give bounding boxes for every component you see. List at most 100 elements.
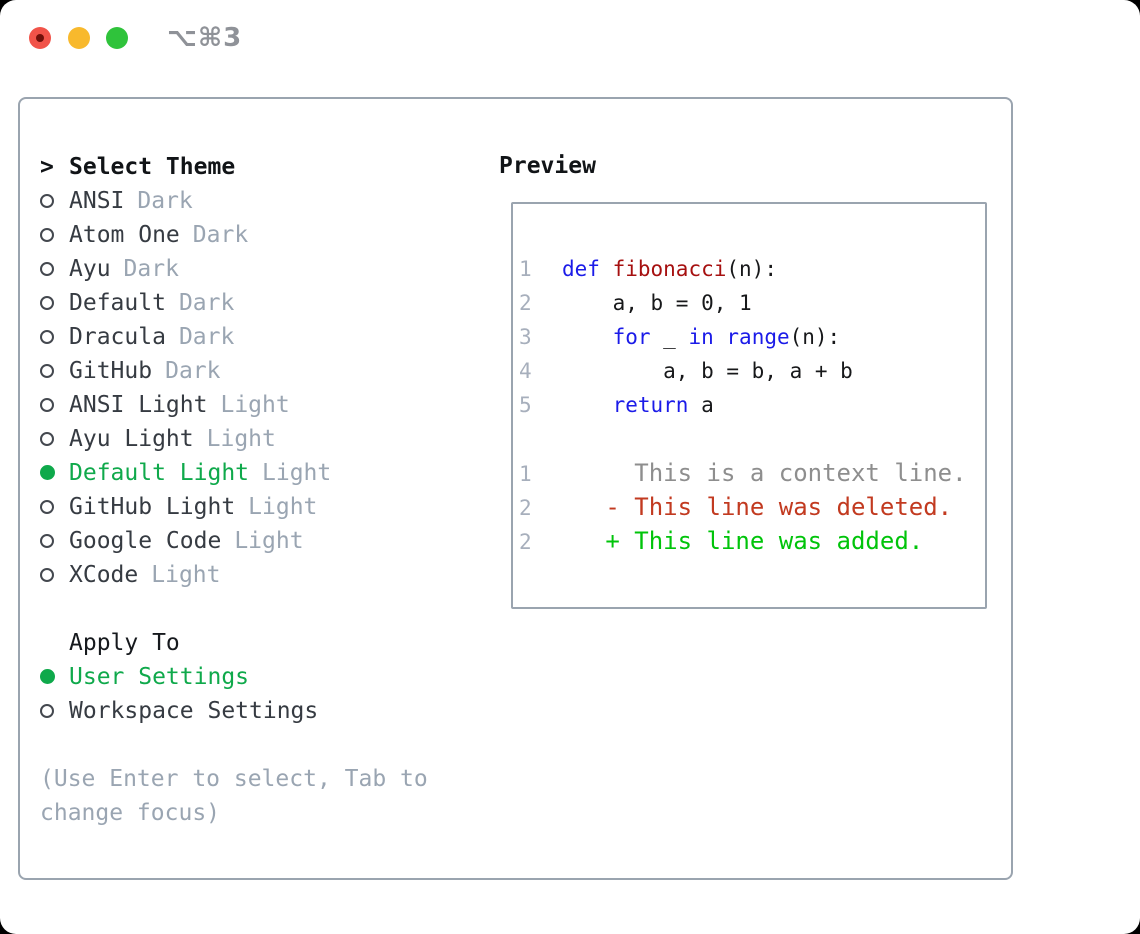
maximize-button[interactable] [106, 27, 128, 49]
option-label: Atom One [69, 222, 180, 248]
radio-cell [40, 252, 69, 286]
select-theme-header: >Select Theme [40, 150, 428, 184]
code-token: (n): [789, 325, 841, 349]
line-number: 3 [519, 325, 532, 349]
hint-text: (Use Enter to select, Tab to change focu… [40, 762, 428, 830]
radio-icon [40, 568, 54, 582]
radio-cell [40, 490, 69, 524]
select-theme-title: Select Theme [69, 154, 236, 180]
preview-line: 2 + This line was added. [519, 524, 979, 558]
theme-option[interactable]: Default Dark [40, 286, 428, 320]
theme-variant-label: Light [234, 528, 304, 554]
code-token [562, 393, 613, 417]
radio-cell [40, 286, 69, 320]
hint-line-2: change focus) [40, 800, 221, 826]
preview-line: 4 a, b = b, a + b [519, 354, 979, 388]
theme-variant-label: Dark [165, 358, 221, 384]
option-label: ANSI [69, 188, 125, 214]
theme-variant-label: Light [262, 460, 332, 486]
radio-icon [40, 398, 54, 412]
apply-to-option[interactable]: User Settings [40, 660, 428, 694]
line-number: 2 [519, 496, 532, 520]
preview-line: 2 - This line was deleted. [519, 490, 979, 524]
radio-selected-icon [40, 465, 55, 480]
window-shortcut-label: ⌥⌘3 [167, 23, 243, 53]
theme-variant-label: Dark [137, 188, 193, 214]
radio-cell [40, 558, 69, 592]
hint-line-1: (Use Enter to select, Tab to [40, 766, 428, 792]
code-token: in [688, 325, 714, 349]
code-token: a, b = 0, 1 [562, 291, 752, 315]
code-token: + This line was added. [562, 527, 924, 555]
option-label: User Settings [69, 664, 250, 690]
preview-line: 2 a, b = 0, 1 [519, 286, 979, 320]
radio-selected-icon [40, 669, 55, 684]
close-button[interactable] [29, 27, 51, 49]
radio-cell [40, 524, 69, 558]
option-label: Ayu Light [69, 426, 194, 452]
radio-cell [40, 218, 69, 252]
radio-cell [40, 694, 69, 728]
radio-cell [40, 354, 69, 388]
code-token: def [562, 257, 600, 281]
theme-variant-label: Light [151, 562, 221, 588]
code-token: for [612, 325, 651, 349]
radio-icon [40, 228, 54, 242]
radio-cell [40, 320, 69, 354]
theme-variant-label: Dark [192, 222, 249, 248]
code-token: a [688, 393, 714, 417]
apply-to-header: Apply To [40, 626, 428, 660]
radio-icon [40, 704, 54, 718]
radio-icon [40, 194, 54, 208]
theme-variant-label: Light [206, 426, 276, 452]
section-gap [40, 728, 428, 762]
preview-line: 5 return a [519, 388, 979, 422]
code-token: - This line was deleted. [562, 493, 953, 521]
code-token [600, 257, 613, 281]
code-token: a, b = b, a + b [562, 359, 853, 383]
radio-cell [40, 456, 69, 490]
option-label: Default [69, 290, 166, 316]
line-number: 2 [519, 530, 532, 554]
minimize-button[interactable] [68, 27, 90, 49]
radio-icon [40, 500, 54, 514]
code-token: range [726, 325, 790, 349]
radio-icon [40, 534, 54, 548]
radio-icon [40, 432, 54, 446]
radio-cell [40, 388, 69, 422]
theme-option[interactable]: Ayu Light Light [40, 422, 428, 456]
theme-option[interactable]: Google Code Light [40, 524, 428, 558]
code-token [714, 325, 727, 349]
line-number: 5 [519, 393, 532, 417]
code-token: _ [650, 325, 689, 349]
theme-variant-label: Light [248, 494, 318, 520]
option-label: GitHub Light [69, 494, 236, 520]
line-number: 1 [519, 462, 532, 486]
theme-option[interactable]: GitHub Light Light [40, 490, 428, 524]
apply-to-option[interactable]: Workspace Settings [40, 694, 428, 728]
preview-title: Preview [499, 153, 596, 179]
line-number: 2 [519, 291, 532, 315]
option-label: Google Code [69, 528, 222, 554]
option-label: Workspace Settings [69, 698, 319, 724]
theme-option[interactable]: ANSI Dark [40, 184, 428, 218]
code-token: return [612, 393, 689, 417]
theme-option[interactable]: Atom One Dark [40, 218, 428, 252]
radio-icon [40, 296, 54, 310]
section-gap [40, 592, 428, 626]
line-number: 4 [519, 359, 532, 383]
option-label: ANSI Light [69, 392, 208, 418]
theme-variant-label: Dark [178, 290, 235, 316]
